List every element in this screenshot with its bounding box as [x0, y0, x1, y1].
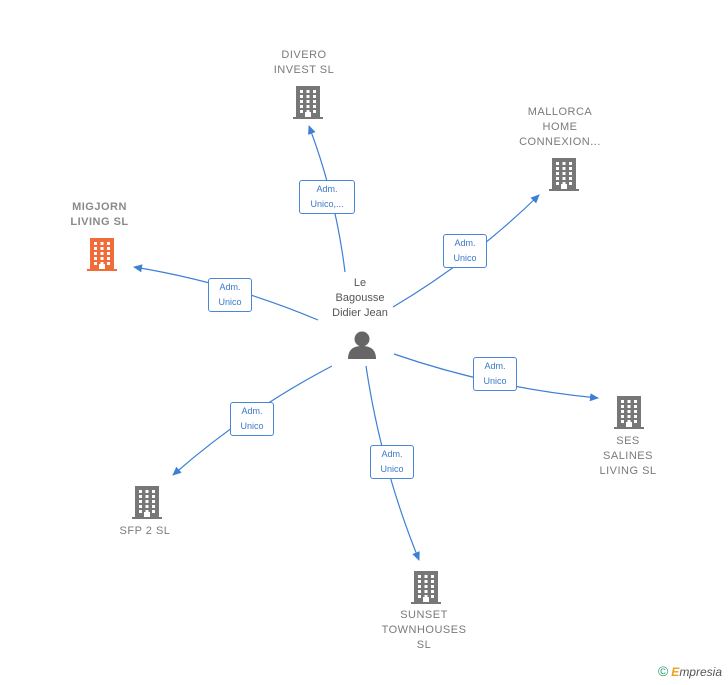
building-icon[interactable]	[292, 84, 324, 120]
role-label-mallorca[interactable]: Adm. Unico	[443, 234, 487, 268]
role-label-sfp[interactable]: Adm. Unico	[230, 402, 274, 436]
copyright-footer: ©Empresia	[658, 663, 722, 679]
person-name[interactable]: Le Bagousse Didier Jean	[332, 277, 388, 319]
building-icon[interactable]	[410, 569, 442, 605]
building-icon[interactable]	[86, 236, 118, 272]
role-label-ses[interactable]: Adm. Unico	[473, 357, 517, 391]
role-label-divero[interactable]: Adm. Unico,...	[299, 180, 355, 214]
brand-logo: Empresia	[671, 665, 722, 679]
company-label-mallorca[interactable]: MALLORCA HOME CONNEXION...	[519, 106, 601, 148]
person-icon[interactable]	[346, 330, 378, 360]
company-label-divero[interactable]: DIVERO INVEST SL	[273, 49, 335, 76]
company-label-migjorn[interactable]: MIGJORN LIVING SL	[70, 201, 129, 228]
building-icon[interactable]	[613, 394, 645, 430]
building-icon[interactable]	[548, 156, 580, 192]
building-icon[interactable]	[131, 484, 163, 520]
role-label-migjorn[interactable]: Adm. Unico	[208, 278, 252, 312]
copyright-icon: ©	[657, 663, 669, 679]
company-label-sfp[interactable]: SFP 2 SL	[119, 525, 171, 537]
role-label-sunset[interactable]: Adm. Unico	[370, 445, 414, 479]
company-label-sunset[interactable]: SUNSET TOWNHOUSES SL	[381, 609, 467, 651]
company-label-ses[interactable]: SES SALINES LIVING SL	[599, 435, 657, 477]
